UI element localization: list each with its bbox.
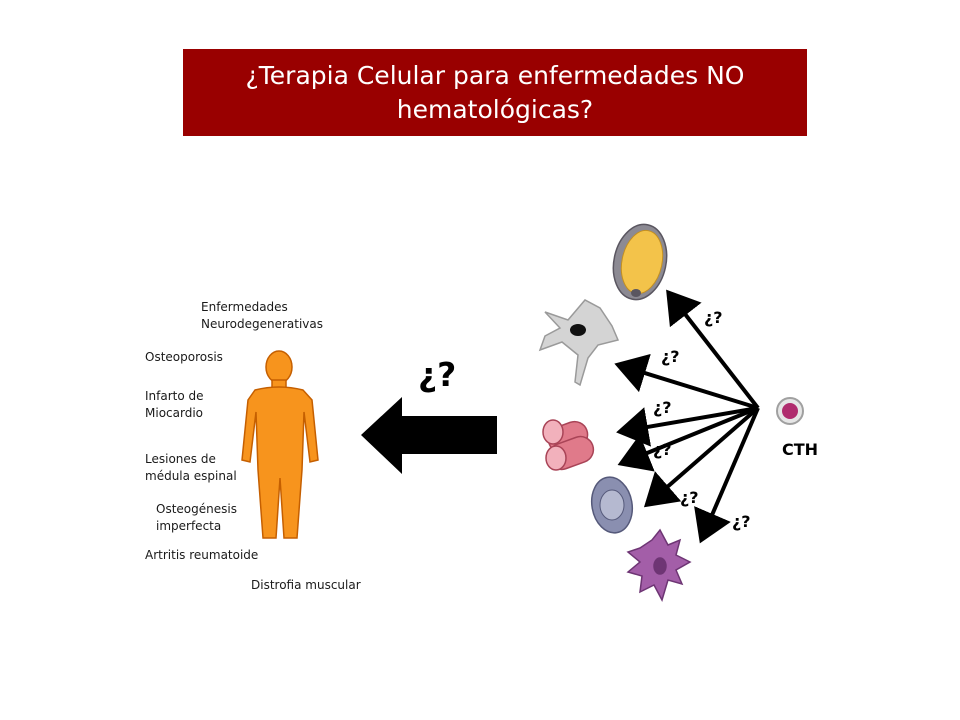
osteoclast-cell	[626, 528, 692, 602]
arrow-to-muscle-upper	[616, 406, 759, 447]
muscle-cell	[542, 419, 595, 471]
neuron-cell	[538, 299, 620, 387]
epithelial-cell	[590, 476, 634, 534]
question-label-epithelial: ¿?	[680, 488, 699, 507]
label-osteoporosis: Osteoporosis	[145, 350, 223, 364]
big-question-label: ¿?	[418, 355, 457, 394]
cth-label: CTH	[782, 440, 819, 459]
arrow-to-fat-cell	[666, 289, 760, 410]
fat-cell	[612, 223, 668, 301]
slide-title: ¿Terapia Celular para enfermedades NO he…	[245, 60, 745, 124]
label-spinal-cord-injury: Lesiones de médula espinal	[145, 452, 237, 483]
question-label-muscle-upper: ¿?	[653, 398, 672, 417]
question-label-neuron: ¿?	[661, 347, 680, 366]
question-label-osteoclast: ¿?	[732, 512, 751, 531]
question-label-muscle-lower: ¿?	[653, 440, 672, 459]
label-muscular-dystrophy: Distrofia muscular	[251, 578, 361, 592]
arrow-to-osteoclast	[694, 407, 760, 544]
label-neurodegenerative: Enfermedades Neurodegenerativas	[201, 300, 323, 331]
label-rheumatoid-arthritis: Artritis reumatoide	[145, 548, 259, 562]
label-myocardial-infarction: Infarto de Miocardio	[145, 389, 204, 420]
human-body-figure	[241, 350, 319, 539]
label-osteogenesis-imperfecta: Osteogénesis imperfecta	[156, 502, 237, 533]
big-left-arrow	[361, 397, 497, 474]
question-label-fat-cell: ¿?	[704, 308, 723, 327]
stem-cell-cth	[776, 397, 804, 425]
arrow-to-muscle-lower	[617, 406, 759, 472]
arrow-to-neuron	[614, 353, 759, 410]
title-banner: ¿Terapia Celular para enfermedades NO he…	[183, 49, 807, 136]
arrow-to-epithelial	[643, 406, 760, 508]
